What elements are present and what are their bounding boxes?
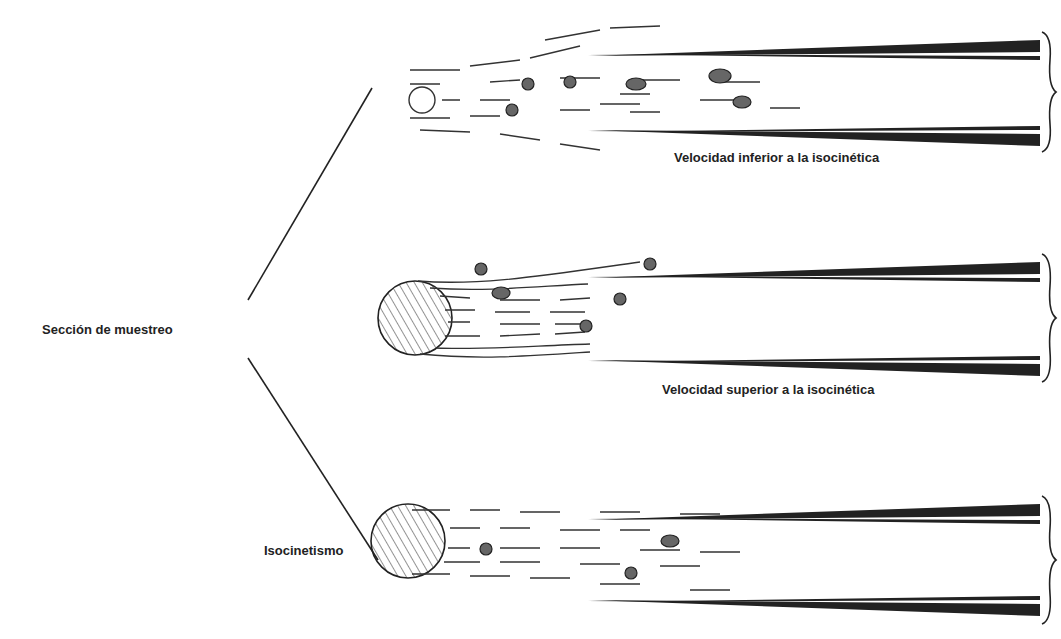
probe [588,32,1056,152]
sampling-section [378,281,452,355]
sampling-section [371,504,445,578]
leader-line [248,358,378,560]
caption-label: Velocidad superior a la isocinética [660,382,876,398]
section-label: Sección de muestreo [40,322,175,338]
streamlines [412,510,740,590]
streamlines [409,26,800,150]
case-label: Isocinetismo [262,543,345,559]
leader-line [248,88,372,300]
streamlines [418,262,640,357]
probe [588,496,1056,624]
particles [480,535,679,579]
probe [588,254,1056,382]
particles [475,258,656,332]
caption-label: Velocidad inferior a la isocinética [672,150,881,166]
particles [506,69,751,116]
